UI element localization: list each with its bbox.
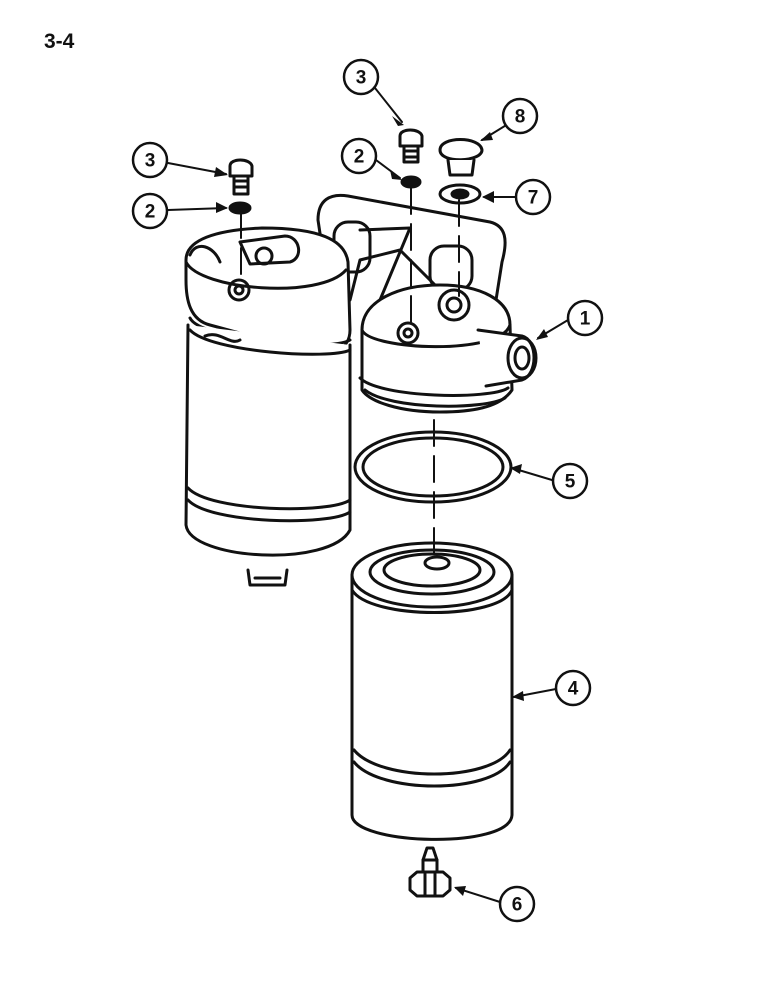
- callout-circle-7: [514, 178, 552, 216]
- callout-circle-2-right: [340, 137, 378, 175]
- assembly-lines: [240, 187, 460, 561]
- arrowheads: [214, 116, 548, 896]
- right-sealing-washer: [400, 175, 422, 189]
- left-filter-canister: [184, 323, 352, 587]
- callout-4: 4: [568, 679, 579, 700]
- callout-circle-5: [551, 462, 589, 500]
- callout-8: 8: [515, 107, 526, 128]
- callout-circle-8: [501, 97, 539, 135]
- right-bleed-screw: [398, 128, 424, 164]
- callout-1: 1: [580, 309, 591, 330]
- callout-2-left: 2: [145, 202, 156, 223]
- left-bleed-screw: [228, 158, 254, 196]
- callout-3-top: 3: [356, 68, 367, 89]
- page-number: 3-4: [44, 30, 75, 53]
- callout-circle-4: [554, 669, 592, 707]
- left-sealing-washer: [228, 201, 252, 215]
- callout-7: 7: [528, 188, 539, 209]
- drain-screw: [408, 846, 452, 898]
- filter-head-plug: [438, 138, 484, 177]
- callout-5: 5: [565, 472, 576, 493]
- callout-3-left: 3: [145, 151, 156, 172]
- callout-circle-3-top: [342, 58, 380, 96]
- callout-circles: [131, 58, 604, 923]
- callout-circle-6: [498, 885, 536, 923]
- filter-element: [350, 541, 514, 841]
- plug-sealing-washer: [438, 183, 482, 205]
- callout-6: 6: [512, 895, 523, 916]
- callout-2-right: 2: [354, 147, 365, 168]
- callout-circle-3-left: [131, 141, 169, 179]
- callout-circle-1: [566, 299, 604, 337]
- callout-circle-2-left: [131, 192, 169, 230]
